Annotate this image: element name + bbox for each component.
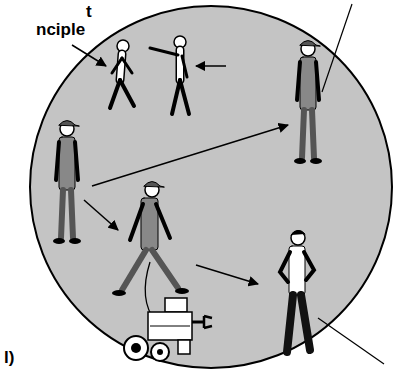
robot [124,298,212,361]
standing-figure [53,121,81,245]
leader-line [322,4,352,92]
label-text: t [86,2,92,22]
standing-figure [280,230,314,352]
scene-circle [30,6,392,368]
label-text: l) [4,348,14,368]
walking-figure [112,182,189,297]
arrows [72,45,288,284]
pointing-figure [150,36,189,114]
label-text: nciple [36,20,85,40]
standing-figure [294,41,322,165]
walking-figure [110,40,134,108]
leader-line [318,318,384,364]
